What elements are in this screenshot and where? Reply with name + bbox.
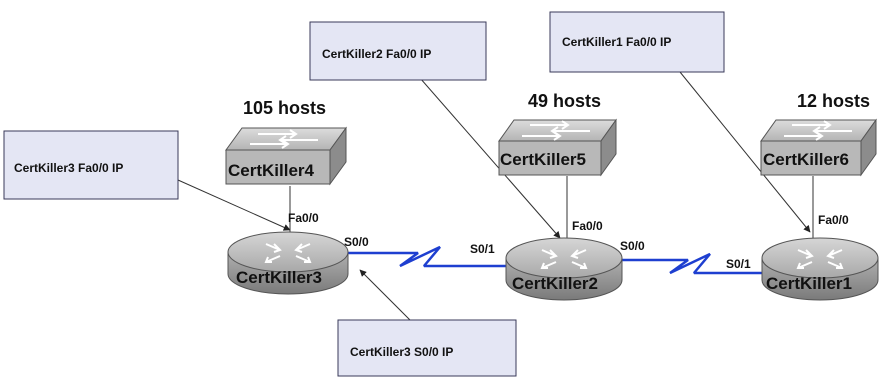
switch-ck5[interactable]: CertKiller5 [498, 118, 617, 177]
callout-text-ck2-fa: CertKiller2 Fa0/0 IP [322, 47, 431, 61]
interface-labels: Fa0/0 S0/0 S0/1 Fa0/0 S0/0 S0/1 Fa0/0 [288, 211, 849, 271]
switch-arrows-icon [250, 129, 318, 149]
iface-ck3-fa: Fa0/0 [288, 211, 319, 225]
callout-ck3-fa: CertKiller3 Fa0/0 IP [3, 130, 179, 200]
callout-text-ck3-s0: CertKiller3 S0/0 IP [350, 345, 453, 359]
pointer-ck1-fa [679, 71, 811, 233]
host-count-ck6: 12 hosts [797, 91, 870, 111]
iface-ck2-fa: Fa0/0 [572, 219, 603, 233]
router-label-ck1: CertKiller1 [766, 274, 852, 293]
iface-ck2-s01: S0/1 [470, 242, 495, 256]
host-count-ck4: 105 hosts [243, 98, 326, 118]
switch-arrows-icon [784, 120, 852, 141]
host-count-ck5: 49 hosts [528, 91, 601, 111]
ethernet-links [289, 176, 814, 238]
router-label-ck3: CertKiller3 [236, 268, 322, 287]
callout-ck2-fa: CertKiller2 Fa0/0 IP [309, 21, 487, 81]
iface-ck1-fa: Fa0/0 [818, 213, 849, 227]
callout-text-ck3-fa: CertKiller3 Fa0/0 IP [14, 161, 123, 175]
switch-label-ck6: CertKiller6 [763, 150, 849, 169]
switch-ck4[interactable]: CertKiller4 [225, 126, 347, 186]
router-label-ck2: CertKiller2 [512, 274, 598, 293]
serial-link-ck2-ck1 [615, 252, 768, 275]
router-arrows-icon [796, 249, 844, 269]
iface-ck2-s00: S0/0 [620, 239, 645, 253]
router-arrows-icon [540, 249, 588, 269]
switch-arrows-icon [522, 120, 590, 141]
pointer-ck3-fa [177, 179, 291, 231]
switch-label-ck4: CertKiller4 [228, 161, 315, 180]
serial-links [345, 245, 768, 275]
serial-link-ck3-ck2 [345, 245, 508, 268]
iface-ck1-s01: S0/1 [726, 257, 751, 271]
callout-pointers [177, 71, 811, 323]
switch-label-ck5: CertKiller5 [500, 150, 586, 169]
callout-ck1-fa: CertKiller1 Fa0/0 IP [549, 11, 725, 73]
pointer-ck2-fa [419, 77, 561, 239]
callout-ck3-s0: CertKiller3 S0/0 IP [337, 319, 517, 377]
router-ck1[interactable]: CertKiller1 [761, 237, 879, 301]
switch-ck6[interactable]: CertKiller6 [760, 118, 877, 177]
router-ck2[interactable]: CertKiller2 [505, 237, 623, 301]
pointer-ck3-s0 [359, 269, 413, 323]
router-ck3[interactable]: CertKiller3 [227, 231, 349, 295]
callout-text-ck1-fa: CertKiller1 Fa0/0 IP [562, 35, 671, 49]
iface-ck3-s00: S0/0 [344, 235, 369, 249]
router-arrows-icon [264, 243, 312, 263]
